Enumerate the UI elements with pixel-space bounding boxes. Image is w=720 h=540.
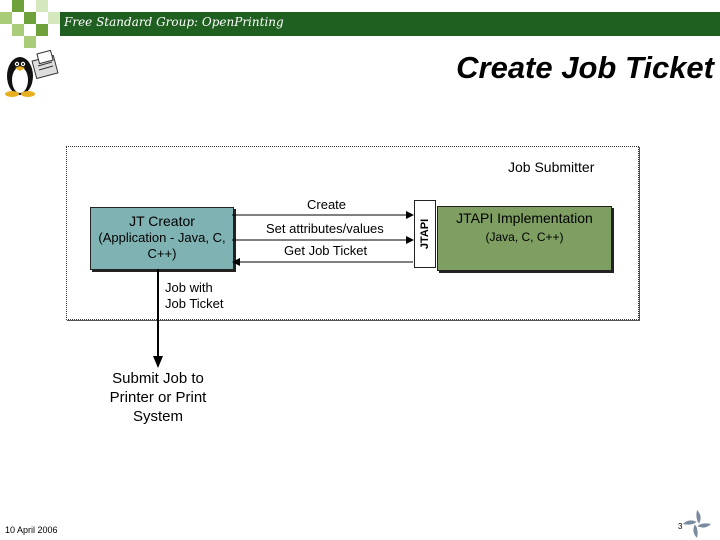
tux-penguin-icon bbox=[5, 57, 35, 97]
job-submitter-frame bbox=[66, 146, 639, 320]
jtapi-impl-title: JTAPI Implementation bbox=[456, 210, 593, 226]
jtapi-interface-bar: JTAPI bbox=[414, 200, 436, 268]
page-number: 3 bbox=[678, 522, 683, 531]
jtapi-impl-subtitle: (Java, C, C++) bbox=[485, 230, 564, 244]
header-squares-decoration bbox=[0, 0, 60, 48]
job-submitter-label: Job Submitter bbox=[508, 159, 595, 175]
set-attributes-message: Set attributes/values bbox=[266, 221, 384, 236]
slide-title: Create Job Ticket bbox=[456, 50, 714, 85]
jt-creator-title: JT Creator bbox=[129, 213, 195, 229]
create-message: Create bbox=[307, 197, 347, 212]
jt-creator-subtitle: (Application - Java, C, C++) bbox=[98, 230, 226, 261]
jtapi-bar-label: JTAPI bbox=[419, 218, 431, 250]
footer-date: 10 April 2006 bbox=[5, 525, 58, 535]
printer-icon bbox=[31, 49, 59, 80]
job-with-ticket-label: Job with Job Ticket bbox=[165, 280, 224, 311]
get-ticket-message: Get Job Ticket bbox=[284, 243, 368, 258]
header-group-name: Free Standard Group: OpenPrinting bbox=[64, 15, 284, 29]
header-band bbox=[60, 12, 720, 36]
submit-target-label: Submit Job to Printer or Print System bbox=[109, 370, 207, 425]
jtapi-implementation-box: JTAPI Implementation (Java, C, C++) bbox=[437, 206, 612, 271]
jt-creator-box: JT Creator (Application - Java, C, C++) bbox=[90, 207, 234, 270]
